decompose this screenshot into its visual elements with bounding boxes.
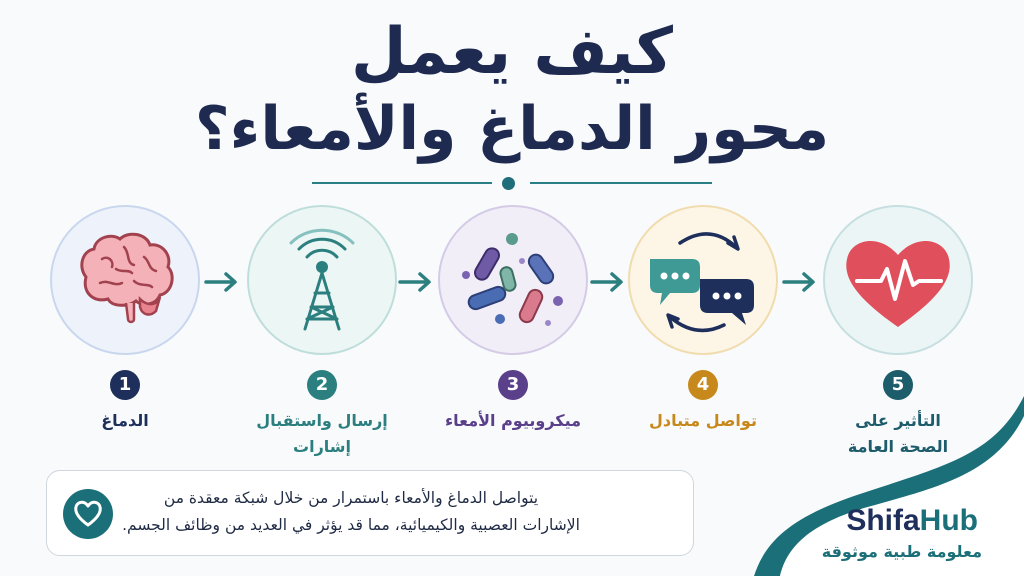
chat-exchange-icon — [650, 232, 754, 333]
step-5-number: 5 — [883, 370, 913, 400]
title-line-2: محور الدماغ والأمعاء؟ — [194, 94, 830, 164]
brand-tagline: معلومة طبية موثوقة — [821, 542, 982, 561]
step-4-circle — [628, 205, 778, 355]
step-1-number: 1 — [110, 370, 140, 400]
step-1-label: الدماغ — [101, 411, 149, 430]
step-4-number: 4 — [688, 370, 718, 400]
brand-name-part-2: Hub — [919, 504, 978, 537]
step-3-circle — [438, 205, 588, 355]
title-divider-right — [530, 182, 712, 184]
step-3-number: 3 — [498, 370, 528, 400]
title-divider-dot — [502, 177, 515, 190]
info-box: يتواصل الدماغ والأمعاء باستمرار من خلال … — [46, 470, 694, 556]
brand-name-part-1: Shifa — [846, 504, 920, 537]
heart-icon — [63, 489, 113, 539]
arrow-right-icon — [782, 272, 815, 292]
info-text-line-1: يتواصل الدماغ والأمعاء باستمرار من خلال … — [163, 489, 539, 507]
step-2-circle — [247, 205, 397, 355]
arrow-right-icon — [204, 272, 237, 292]
arrow-right-icon — [398, 272, 431, 292]
step-5-label-line-1: التأثير على — [855, 411, 941, 430]
antenna-tower-icon — [289, 228, 355, 331]
step-2-label: إرسال واستقبال إشارات — [256, 411, 388, 456]
microbes-icon — [462, 233, 563, 326]
heart-pulse-icon — [846, 241, 950, 327]
title-divider-left — [312, 182, 492, 184]
info-text-line-2: الإشارات العصبية والكيميائية، مما قد يؤث… — [122, 516, 580, 534]
step-4-label: تواصل متبادل — [649, 411, 757, 430]
corner-decoration — [754, 396, 1024, 576]
step-1-circle — [50, 205, 200, 355]
brain-icon — [80, 232, 174, 324]
arrow-right-icon — [590, 272, 623, 292]
step-5-circle — [823, 205, 973, 355]
step-5-label: التأثير على الصحة العامة — [803, 408, 993, 460]
step-2-number: 2 — [307, 370, 337, 400]
brand-logo: ShifaHub — [846, 504, 978, 538]
step-5-label-line-2: الصحة العامة — [847, 437, 949, 456]
info-text: يتواصل الدماغ والأمعاء باستمرار من خلال … — [91, 485, 611, 539]
step-3-label: ميكروبيوم الأمعاء — [444, 411, 582, 430]
title-line-1: كيف يعمل — [350, 15, 674, 89]
